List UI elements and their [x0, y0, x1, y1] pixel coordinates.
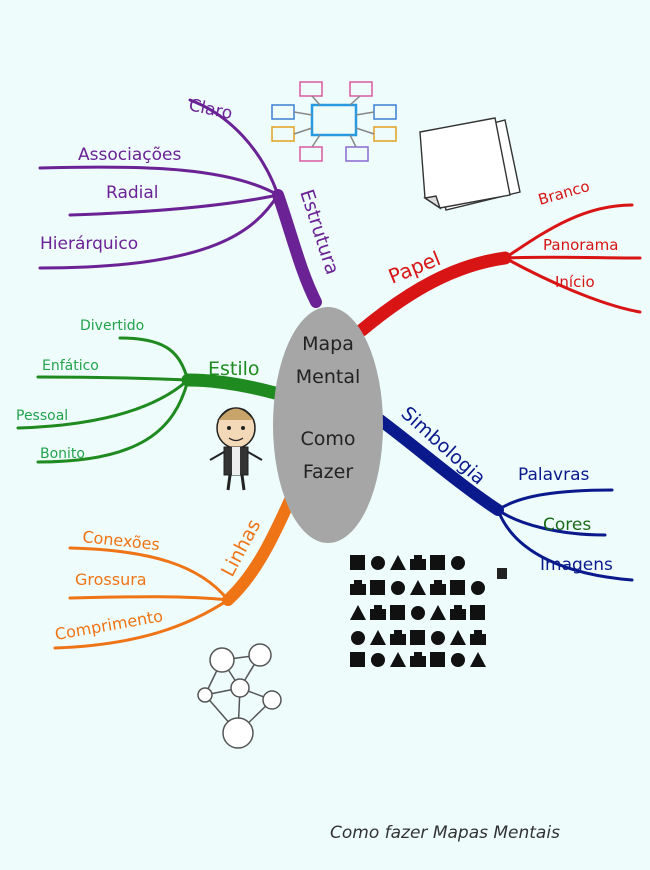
- symbol-tile: [430, 605, 446, 620]
- simbologia-item-palavras: Palavras: [518, 465, 590, 485]
- branch-label-estilo: Estilo: [208, 358, 260, 380]
- symbol-tile: [430, 652, 445, 667]
- branch-simbologia: [374, 414, 634, 582]
- symbol-tile: [470, 630, 486, 645]
- estrutura-item-associacoes: Associações: [78, 145, 181, 165]
- symbol-tile: [390, 630, 406, 645]
- symbol-tile: [470, 652, 486, 667]
- estilo-item-bonito: Bonito: [40, 446, 85, 462]
- symbol-tile: [451, 556, 465, 570]
- branch-papel: [355, 203, 642, 337]
- symbol-tile: [430, 555, 445, 570]
- symbol-tile: [370, 630, 386, 645]
- estrutura-item-hierarquico: Hierárquico: [40, 234, 138, 254]
- branch-linhas: [53, 494, 296, 650]
- linhas-item-comprimento: Comprimento: [53, 606, 164, 644]
- symbol-tile: [350, 652, 365, 667]
- symbol-tile: [450, 580, 465, 595]
- center-line-1: Mapa: [302, 333, 354, 355]
- symbol-grid-icon: [350, 555, 486, 667]
- simbologia-item-imagens: Imagens: [540, 555, 613, 575]
- small-tag-icon: [497, 568, 507, 579]
- symbol-tile: [431, 631, 445, 645]
- simbologia-item-cores: Cores: [543, 515, 591, 535]
- paper-sheets-icon: [419, 117, 521, 211]
- estrutura-item-claro: Claro: [187, 95, 234, 124]
- symbol-tile: [370, 605, 386, 620]
- symbol-tile: [350, 605, 366, 620]
- estilo-item-divertido: Divertido: [80, 318, 144, 334]
- symbol-tile: [410, 580, 426, 595]
- symbol-tile: [350, 580, 366, 595]
- symbol-tile: [470, 605, 485, 620]
- estilo-item-enfatico: Enfático: [42, 358, 99, 374]
- branch-estilo: [16, 336, 282, 464]
- estrutura-item-radial: Radial: [106, 183, 159, 203]
- boy-figure-icon: [209, 407, 263, 491]
- center-line-2: Mental: [296, 366, 361, 388]
- symbol-tile: [430, 580, 446, 595]
- symbol-tile: [471, 581, 485, 595]
- papel-item-inicio: Início: [555, 273, 595, 291]
- linhas-item-grossura: Grossura: [75, 570, 147, 589]
- symbol-tile: [371, 556, 385, 570]
- center-line-3: Como: [300, 428, 355, 450]
- symbol-tile: [450, 605, 466, 620]
- symbol-tile: [410, 630, 425, 645]
- footer-caption: Como fazer Mapas Mentais: [330, 823, 560, 843]
- center-node: [273, 307, 383, 543]
- symbol-tile: [390, 555, 406, 570]
- symbol-tile: [390, 652, 406, 667]
- node-network-icon: [197, 643, 282, 749]
- symbol-tile: [451, 653, 465, 667]
- network-diagram-icon: [271, 81, 397, 162]
- symbol-tile: [411, 606, 425, 620]
- symbol-tile: [351, 631, 365, 645]
- papel-item-panorama: Panorama: [543, 236, 618, 254]
- symbol-tile: [390, 605, 405, 620]
- symbol-tile: [350, 555, 365, 570]
- symbol-tile: [370, 580, 385, 595]
- papel-item-branco: Branco: [536, 177, 592, 209]
- symbol-tile: [410, 555, 426, 570]
- center-line-4: Fazer: [303, 461, 353, 483]
- symbol-tile: [391, 581, 405, 595]
- branch-estrutura: [38, 98, 322, 308]
- symbol-tile: [450, 630, 466, 645]
- estilo-item-pessoal: Pessoal: [16, 408, 68, 424]
- symbol-tile: [410, 652, 426, 667]
- symbol-tile: [371, 653, 385, 667]
